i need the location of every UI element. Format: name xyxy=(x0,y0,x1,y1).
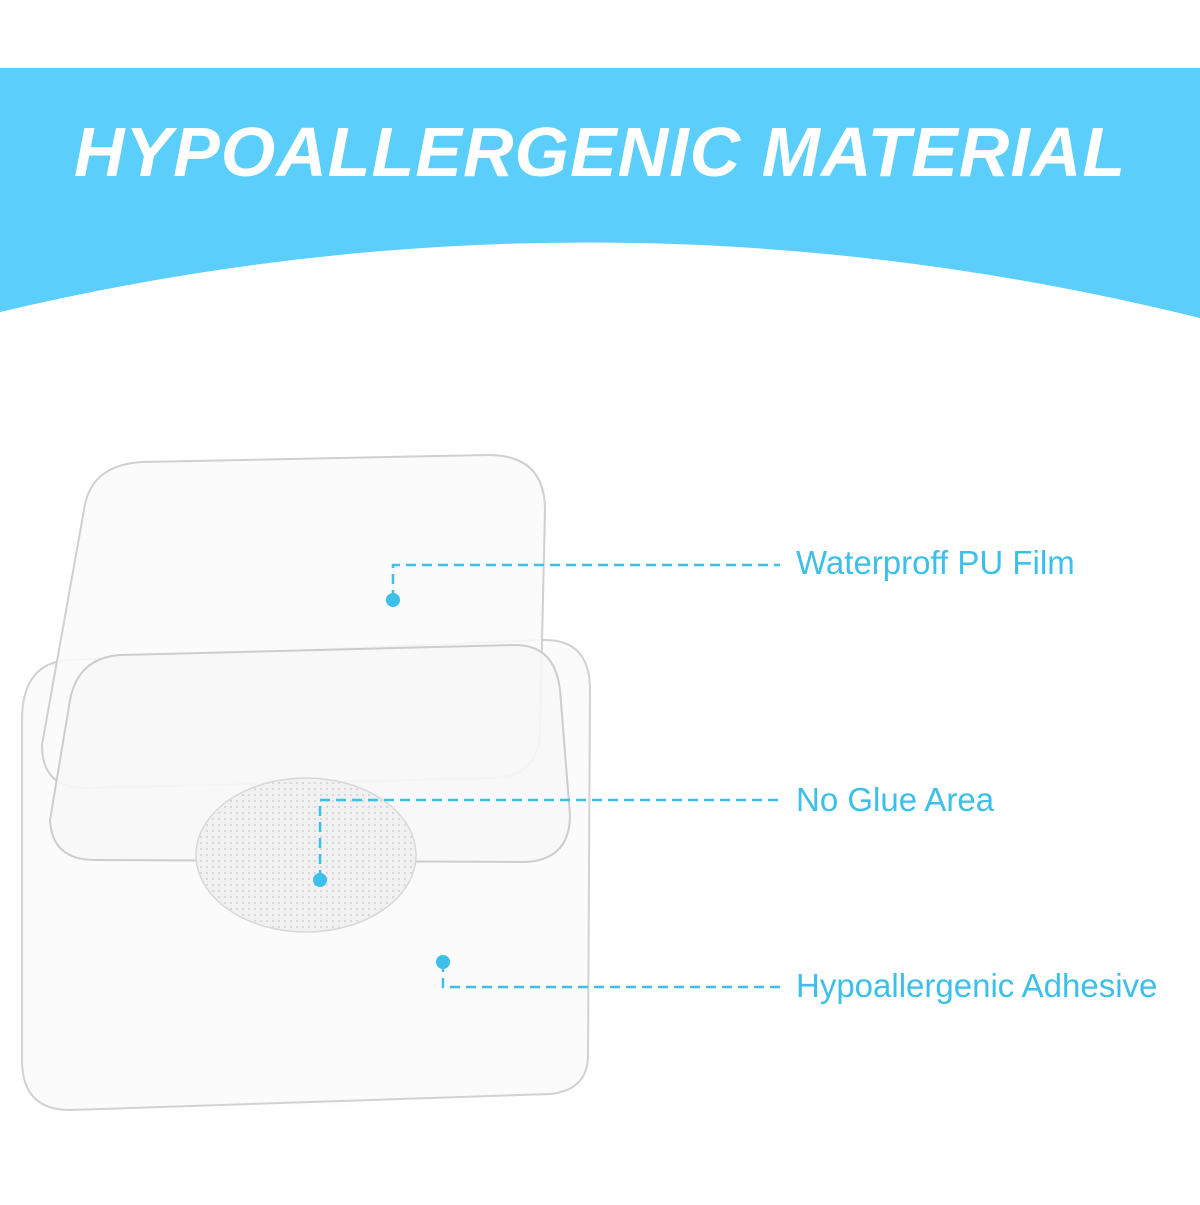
film-leader-line xyxy=(391,563,780,600)
callout-film xyxy=(386,563,780,607)
no-glue-marker-dot xyxy=(313,873,327,887)
page-title: HYPOALLERGENIC MATERIAL xyxy=(73,113,1127,191)
adhesive-label: Hypoallergenic Adhesive xyxy=(796,967,1158,1004)
adhesive-marker-dot xyxy=(436,955,450,969)
banner-background xyxy=(0,68,1200,318)
no-glue-mesh-pad xyxy=(195,777,417,933)
callout-no-glue xyxy=(313,798,780,887)
film-marker-dot xyxy=(386,593,400,607)
film-label: Waterproff PU Film xyxy=(796,544,1075,581)
no-glue-label: No Glue Area xyxy=(796,781,995,818)
no-glue-leader-line xyxy=(318,798,780,880)
header-banner: HYPOALLERGENIC MATERIAL xyxy=(0,0,1200,320)
no-glue-sheet xyxy=(48,643,572,864)
adhesive-leader-line xyxy=(441,962,780,989)
callout-adhesive xyxy=(436,955,780,989)
